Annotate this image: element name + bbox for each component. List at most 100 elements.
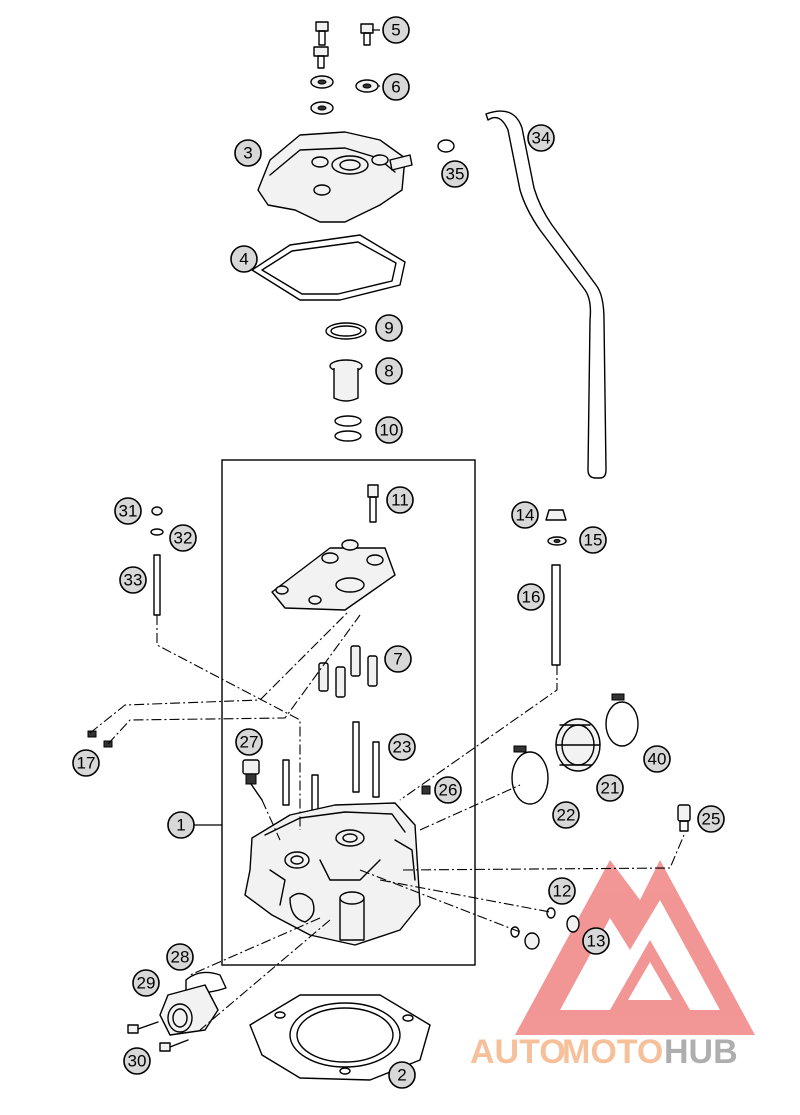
callout-27: 27 [235,728,263,756]
part-o-rings-10 [334,415,362,442]
svg-text:28: 28 [171,948,190,967]
callout-23: 23 [388,733,416,761]
part-bolts-5 [313,21,374,69]
callout-29: 29 [132,969,160,997]
part-valve-guides-7 [318,645,378,698]
part-stud-16 [551,564,561,666]
part-seals-6 [310,75,379,115]
part-cylinder-head-1 [244,802,421,946]
part-hose-34 [485,110,607,479]
svg-text:7: 7 [393,650,402,669]
callout-1: 1 [167,811,195,839]
svg-text:30: 30 [128,1052,147,1071]
svg-text:29: 29 [137,974,156,993]
part-head-gasket-2 [249,994,431,1081]
callout-9: 9 [375,314,403,342]
leader-lines [192,29,380,826]
callout-40: 40 [643,745,671,773]
callout-4: 4 [230,245,258,273]
svg-text:12: 12 [553,882,572,901]
alignment-lines [89,611,685,1031]
svg-text:4: 4 [239,250,248,269]
callout-22: 22 [552,801,580,829]
watermark-logo-icon [515,860,755,1035]
callout-13: 13 [582,927,610,955]
callout-28: 28 [166,943,194,971]
part-clamp-35 [437,139,455,153]
part-camshaft-carrier [271,539,396,611]
svg-text:26: 26 [439,781,458,800]
svg-text:22: 22 [557,806,576,825]
watermark-text: AUTO MOTO HUB [470,1033,738,1071]
svg-text:32: 32 [174,529,193,548]
callout-31: 31 [114,497,142,525]
part-bolts-30 [127,1021,189,1052]
callout-32: 32 [169,524,197,552]
svg-text:3: 3 [243,144,252,163]
part-nut-31 [151,506,163,516]
svg-text:6: 6 [391,78,400,97]
svg-text:17: 17 [77,754,96,773]
part-intake-flange-29 [159,984,219,1036]
svg-text:40: 40 [648,750,667,769]
svg-text:MOTO: MOTO [562,1033,663,1071]
assembly-frame [221,459,476,966]
part-plugs-13 [524,915,580,950]
svg-text:33: 33 [124,571,143,590]
part-bolt-11 [367,484,379,523]
svg-text:16: 16 [522,588,541,607]
svg-text:AUTO: AUTO [470,1033,566,1071]
svg-text:5: 5 [391,21,400,40]
callout-15: 15 [579,526,607,554]
callout-10: 10 [375,416,403,444]
callout-30: 30 [123,1047,151,1075]
svg-text:34: 34 [532,129,551,148]
part-clamp-40 [605,693,639,747]
callout-8: 8 [375,357,403,385]
part-washer-15 [547,536,567,546]
svg-text:14: 14 [516,506,535,525]
part-seal-ring-9 [325,322,367,340]
svg-text:21: 21 [601,779,620,798]
callout-33: 33 [119,566,147,594]
part-stud-33 [153,554,161,616]
svg-text:9: 9 [384,319,393,338]
part-gasket-4 [251,234,406,301]
part-pins-17 [87,730,113,748]
svg-text:10: 10 [380,421,399,440]
svg-text:31: 31 [119,502,138,521]
part-studs-23 [282,721,380,816]
callout-12: 12 [548,877,576,905]
callout-21: 21 [596,774,624,802]
callout-14: 14 [511,501,539,529]
callout-26: 26 [434,776,462,804]
part-sleeve-8 [329,359,363,402]
callout-2: 2 [388,1061,416,1089]
callout-11: 11 [386,486,414,514]
svg-text:13: 13 [587,932,606,951]
callout-17: 17 [72,749,100,777]
part-sensor-27 [242,759,263,801]
part-clamp-22 [511,745,549,805]
svg-text:25: 25 [702,810,721,829]
callout-7: 7 [384,645,412,673]
svg-text:23: 23 [393,738,412,757]
svg-text:27: 27 [240,733,259,752]
callout-5: 5 [382,16,410,44]
callout-16: 16 [517,583,545,611]
callout-35: 35 [441,160,469,188]
part-bolt-26 [421,785,431,795]
part-nut-14 [545,509,567,521]
callout-34: 34 [527,124,555,152]
svg-text:35: 35 [446,165,465,184]
svg-text:8: 8 [384,362,393,381]
svg-text:1: 1 [176,816,185,835]
callout-6: 6 [382,73,410,101]
svg-text:HUB: HUB [664,1033,738,1071]
svg-text:2: 2 [397,1066,406,1085]
svg-text:11: 11 [391,491,409,510]
callout-25: 25 [697,805,725,833]
callout-3: 3 [234,139,262,167]
part-sensor-25 [677,804,691,832]
